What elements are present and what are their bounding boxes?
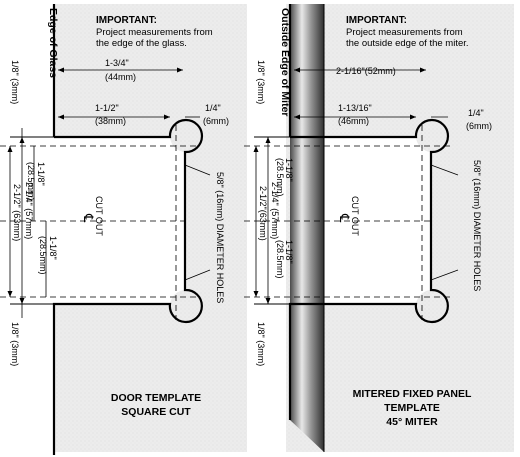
mitered-dim-small-mm: (6mm) [466, 121, 492, 131]
mitered-left-bottom: 1/8" (3mm) [256, 322, 266, 366]
door-left-top: 1/8" (3mm) [10, 60, 20, 104]
mitered-dim-top: 2-1/16"(52mm) [336, 66, 396, 76]
mitered-title-line1: MITERED FIXED PANEL [353, 388, 472, 400]
mitered-v-one-b: 1-1/8" [284, 240, 294, 264]
door-v-one-b-mm: (28.5mm) [38, 236, 48, 275]
door-v-two-half: 2-1/2" (63mm) [12, 184, 22, 241]
miter-edge-strip [290, 4, 324, 452]
door-v-one-a: 1-1/8" [36, 162, 46, 186]
door-cutout-outline [52, 118, 204, 455]
door-dim-small: 1/4" [205, 103, 221, 113]
mitered-title-line2: TEMPLATE [384, 402, 440, 414]
mitered-dim-mid-mm: (46mm) [338, 116, 369, 126]
mitered-left-top: 1/8" (3mm) [256, 60, 266, 104]
mitered-dim-mid: 1-13/16" [338, 103, 372, 113]
mitered-v-one-a: 1-1/8" [284, 158, 294, 182]
door-dim-small-mm: (6mm) [203, 116, 229, 126]
door-cutout-area [54, 137, 185, 304]
mitered-centerline-symbol: ℄ [337, 213, 352, 223]
door-holes-label: 5/8" (16mm) DIAMETER HOLES [215, 172, 225, 303]
mitered-template: Outside Edge of Miter IMPORTANT: Project… [244, 4, 492, 452]
mitered-dim-small: 1/4" [468, 108, 484, 118]
mitered-v-two-quarter: 2-1/4" (57mm) [270, 182, 280, 239]
door-dim-mid-mm: (38mm) [95, 116, 126, 126]
door-important-line2: the edge of the glass. [96, 38, 187, 49]
mitered-cutout-area [290, 137, 431, 304]
door-left-bottom: 1/8" (3mm) [10, 322, 20, 366]
mitered-cut-out-label: CUT OUT [350, 196, 360, 236]
door-important-title: IMPORTANT: [96, 15, 157, 26]
door-centerline-symbol: ℄ [81, 213, 96, 223]
mitered-important-line2: the outside edge of the miter. [346, 38, 469, 49]
door-template: Edge of Glass IMPORTANT: Project measure… [0, 4, 229, 455]
door-important-line1: Project measurements from [96, 27, 213, 38]
mitered-edge-label: Outside Edge of Miter [279, 8, 291, 117]
door-v-one-a-mm: (28.5mm) [26, 162, 36, 201]
mitered-title-line3: 45° MITER [386, 416, 438, 428]
mitered-holes-label: 5/8" (16mm) DIAMETER HOLES [472, 160, 482, 291]
door-dim-top: 1-3/4" [105, 58, 129, 68]
mitered-important-title: IMPORTANT: [346, 15, 407, 26]
mitered-cutout-outline [288, 118, 450, 420]
door-dim-mid: 1-1/2" [95, 103, 119, 113]
door-v-two-quarter: 2-1/4" (57mm) [24, 182, 34, 239]
mitered-v-two-half: 2-1/2"(63mm) [258, 186, 268, 241]
mitered-v-one-b-mm: (28.5mm) [275, 240, 285, 279]
mitered-important-line1: Project measurements from [346, 27, 463, 38]
door-cut-out-label: CUT OUT [94, 196, 104, 236]
door-dim-top-mm: (44mm) [105, 72, 136, 82]
door-v-one-b: 1-1/8" [48, 236, 58, 260]
door-title-line1: DOOR TEMPLATE [111, 392, 201, 404]
door-title-line2: SQUARE CUT [121, 406, 191, 418]
mitered-v-one-a-mm: (28.5mm) [275, 158, 285, 197]
